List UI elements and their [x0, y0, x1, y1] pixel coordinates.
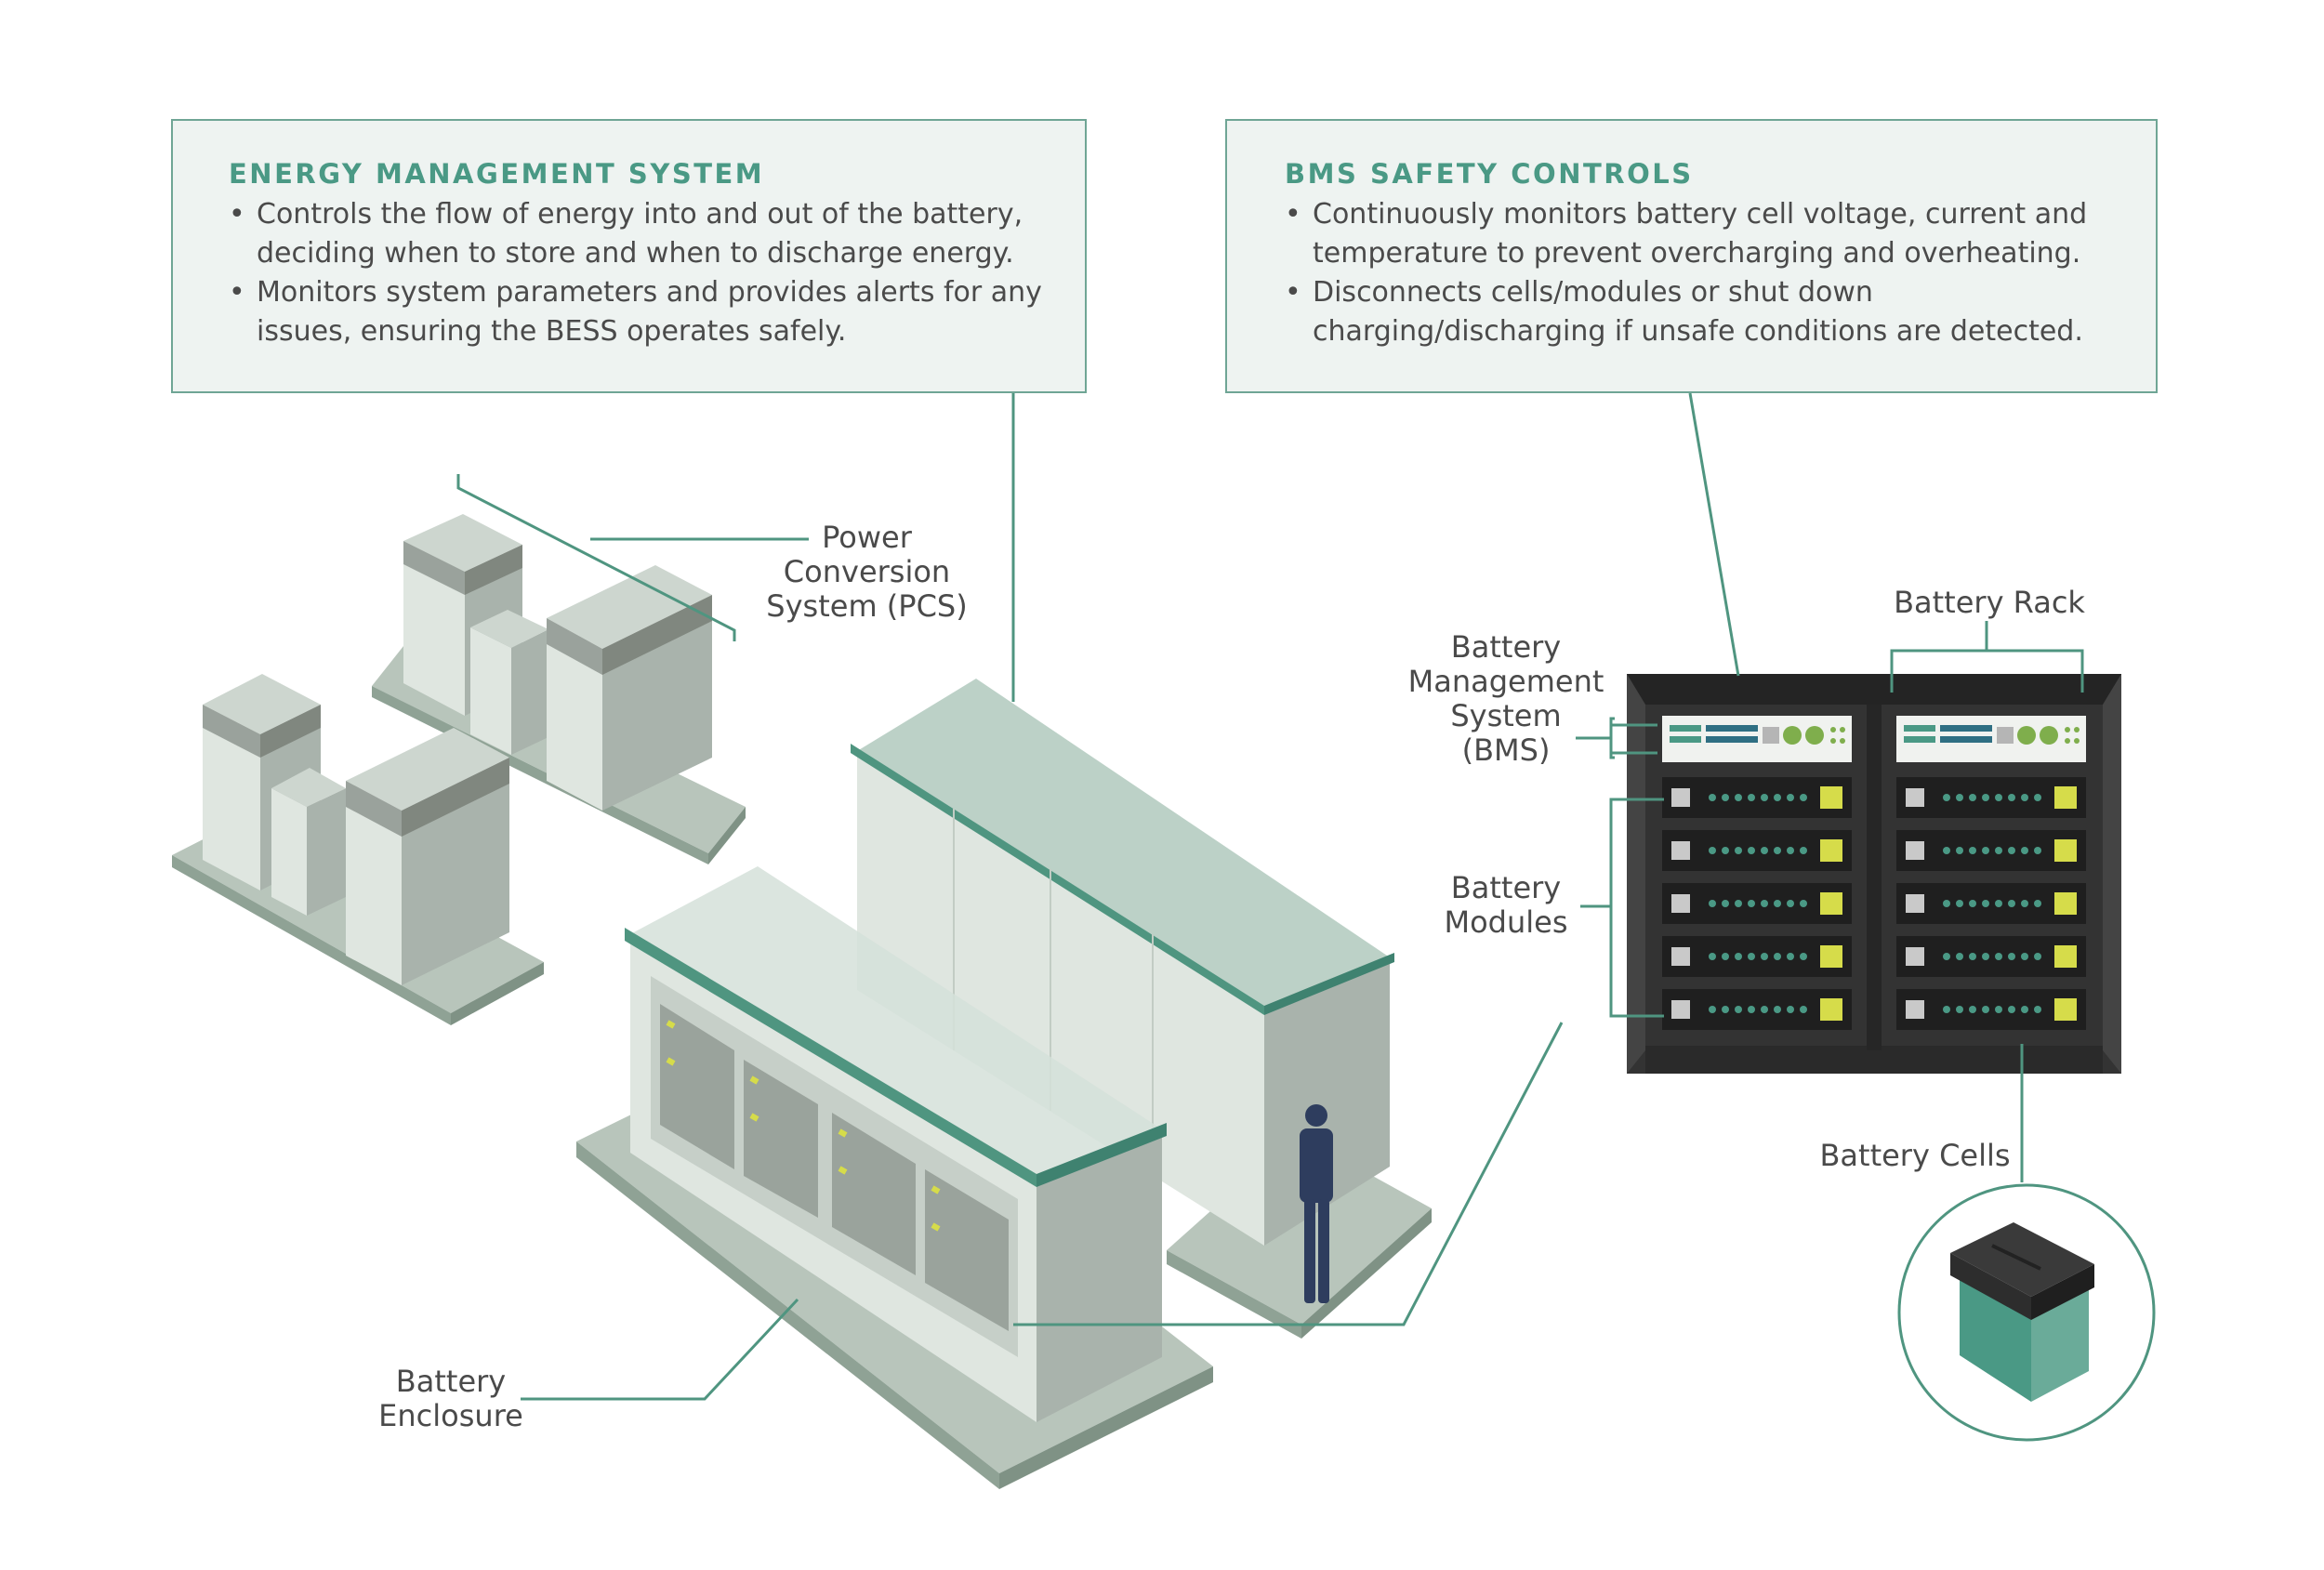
bms-safety-bullet-list: Continuously monitors battery cell volta… — [1285, 195, 2156, 351]
battery-module-l4 — [1662, 936, 1852, 977]
label-battery-cells: Battery Cells — [1819, 1138, 2011, 1173]
bms-safety-bullet: Continuously monitors battery cell volta… — [1285, 195, 2156, 273]
person-silhouette — [1300, 1104, 1333, 1303]
battery-module-l3 — [1662, 883, 1852, 924]
battery-module-r1 — [1896, 777, 2086, 818]
battery-container-back — [851, 679, 1432, 1339]
bms-safety-info-box: BMS SAFETY CONTROLS Continuously monitor… — [1225, 119, 2158, 393]
ems-bullet-list: Controls the flow of energy into and out… — [229, 195, 1085, 351]
label-battery-enclosure: Battery Enclosure — [378, 1364, 523, 1433]
bms-unit-left — [1662, 716, 1852, 762]
label-bms: Battery Management System (BMS) — [1407, 629, 1604, 768]
bms-safety-bullet: Disconnects cells/modules or shut down c… — [1285, 273, 2156, 351]
pcs-unit-lower — [172, 674, 544, 1025]
battery-module-l2 — [1662, 830, 1852, 871]
battery-module-l1 — [1662, 777, 1852, 818]
battery-module-r4 — [1896, 936, 2086, 977]
bms-safety-title: BMS SAFETY CONTROLS — [1285, 158, 1694, 190]
label-battery-modules: Battery Modules — [1444, 870, 1568, 940]
battery-cell-detail — [1897, 1183, 2156, 1442]
battery-enclosure-front — [576, 866, 1213, 1489]
battery-module-l5 — [1662, 989, 1852, 1030]
pcs-unit-upper — [372, 514, 746, 864]
ems-bullet: Controls the flow of energy into and out… — [229, 195, 1085, 273]
battery-module-r5 — [1896, 989, 2086, 1030]
label-battery-rack: Battery Rack — [1894, 585, 2085, 620]
battery-rack-detail — [1627, 674, 2121, 1074]
battery-module-r2 — [1896, 830, 2086, 871]
leader-lines — [456, 392, 2084, 1401]
battery-module-r3 — [1896, 883, 2086, 924]
bms-unit-right — [1896, 716, 2086, 762]
ems-title: ENERGY MANAGEMENT SYSTEM — [229, 158, 765, 190]
ems-bullet: Monitors system parameters and provides … — [229, 273, 1085, 351]
label-pcs: Power Conversion System (PCS) — [766, 520, 968, 624]
ems-info-box: ENERGY MANAGEMENT SYSTEM Controls the fl… — [171, 119, 1087, 393]
